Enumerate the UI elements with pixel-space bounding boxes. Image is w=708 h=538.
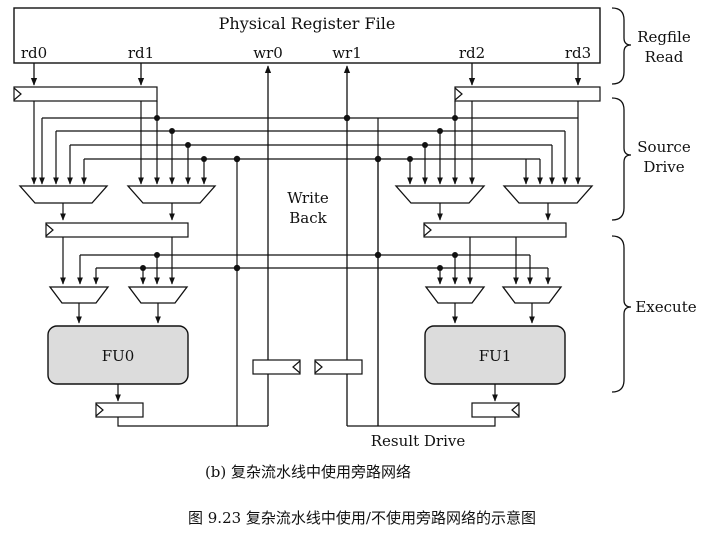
execute-mux-3 [501, 286, 563, 304]
source-mux-inputs [31, 101, 581, 185]
read-port-arrows [30, 63, 582, 86]
write-back-label-1: Write [287, 189, 329, 207]
execute-mux-outputs [76, 303, 535, 324]
stage-execute: Execute [635, 298, 696, 316]
sub-caption: (b) 复杂流水线中使用旁路网络 [205, 463, 411, 481]
fu1-label: FU1 [479, 347, 512, 365]
result-latch-left [95, 402, 144, 418]
register-file-title: Physical Register File [219, 14, 396, 33]
stage-read: Read [645, 48, 684, 66]
stage-braces [611, 7, 632, 393]
execute-buses [80, 254, 548, 269]
execute-mux-inputs [60, 237, 551, 285]
source-drive-buses [42, 117, 578, 160]
writeback-latch-left [252, 359, 301, 375]
source-mux-outputs [60, 203, 551, 221]
source-mux-0 [18, 185, 109, 204]
write-back-label-2: Back [289, 209, 327, 227]
fu0-label: FU0 [102, 347, 135, 365]
source-mux-3 [502, 185, 594, 204]
source-drive-junctions [154, 114, 458, 163]
stage-drive: Drive [643, 158, 684, 176]
port-rd2: rd2 [459, 44, 485, 62]
result-drive-label: Result Drive [371, 432, 466, 450]
source-mux-1 [126, 185, 217, 204]
source-muxes [18, 185, 594, 204]
execute-mux-2 [424, 286, 486, 304]
register-file-box [13, 7, 601, 64]
port-wr0: wr0 [253, 44, 283, 62]
port-wr1: wr1 [332, 44, 362, 62]
fu-outputs [115, 384, 498, 402]
port-rd0: rd0 [21, 44, 47, 62]
figure-caption: 图 9.23 复杂流水线中使用/不使用旁路网络的示意图 [188, 509, 536, 527]
result-latch-right [471, 402, 520, 418]
port-rd3: rd3 [565, 44, 591, 62]
port-rd1: rd1 [128, 44, 154, 62]
execute-mux-1 [127, 286, 189, 304]
source-mux-2 [394, 185, 486, 204]
stage-regfile: Regfile [637, 28, 691, 46]
execute-latch-left [45, 222, 189, 238]
read-latch-left [13, 86, 158, 102]
stage-source: Source [637, 138, 691, 156]
execute-muxes [48, 286, 563, 304]
read-latch-right [454, 86, 601, 102]
execute-mux-0 [48, 286, 110, 304]
writeback-latch-right [314, 359, 363, 375]
execute-latch-right [423, 222, 567, 238]
result-drive-wires [117, 118, 496, 427]
